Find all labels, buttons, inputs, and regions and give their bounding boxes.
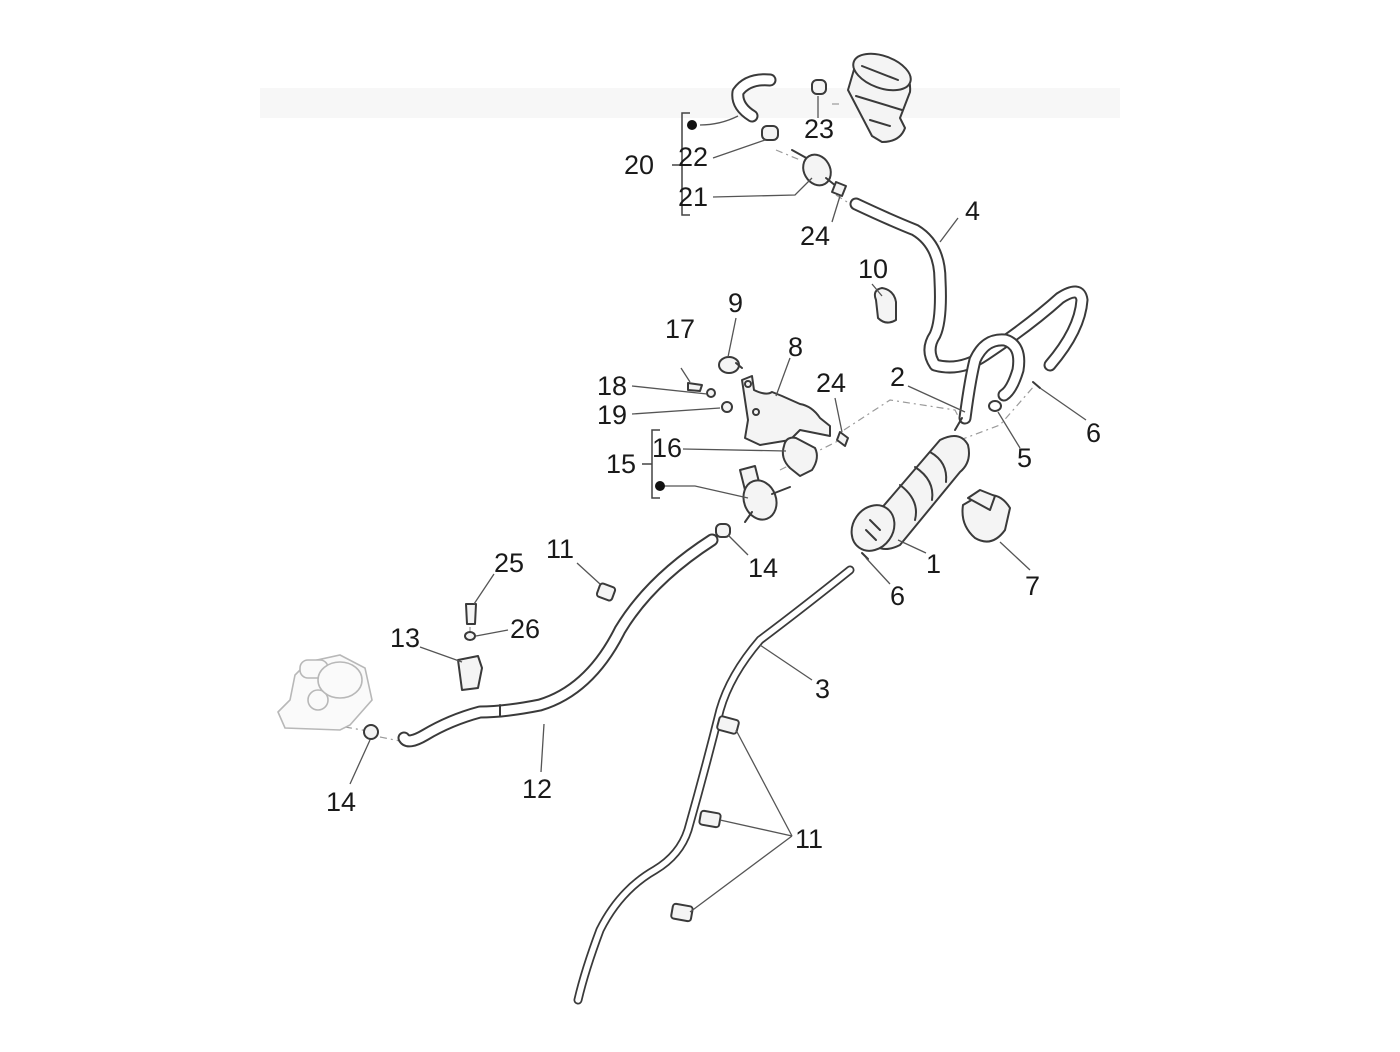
label-part-23: 23 (804, 114, 834, 144)
label-part-13: 13 (390, 623, 420, 653)
clip-22 (761, 125, 779, 141)
label-part-25: 25 (494, 548, 524, 578)
label-part-11-single: 11 (546, 534, 574, 564)
hose-4 (849, 197, 1089, 374)
support-16 (781, 436, 818, 477)
label-part-11-triple: 11 (795, 824, 823, 854)
label-part-22: 22 (678, 142, 708, 172)
label-part-6-upper: 6 (1086, 418, 1101, 448)
throttle-body (277, 654, 373, 731)
clip-5 (988, 400, 1002, 412)
group-dot-20 (687, 120, 697, 130)
label-part-2: 2 (890, 362, 905, 392)
clip-11-single (595, 582, 617, 602)
hose-3 (573, 565, 855, 1005)
fitting-24-top (831, 181, 847, 197)
group-bracket-20 (672, 112, 697, 216)
part-labels: 20 22 21 23 24 4 10 9 17 8 18 24 2 19 6 … (326, 114, 1101, 854)
label-part-14-mid: 14 (748, 553, 778, 583)
hose-2 (958, 333, 1026, 425)
label-part-26: 26 (510, 614, 540, 644)
label-part-24-top: 24 (800, 221, 830, 251)
washer-19 (721, 401, 733, 413)
label-part-18: 18 (597, 371, 627, 401)
group-dot-15 (655, 481, 665, 491)
clamp-9 (718, 356, 743, 374)
screw-17 (687, 382, 703, 392)
hose-clamp-10 (873, 287, 897, 324)
clip-23 (811, 79, 827, 95)
label-part-19: 19 (597, 400, 627, 430)
label-part-12: 12 (522, 774, 552, 804)
leader-lines (349, 96, 1087, 913)
holder-13 (457, 655, 483, 691)
clip-11-c (670, 902, 694, 923)
washer-18 (706, 388, 716, 398)
washer-26 (464, 631, 476, 641)
hose-12 (397, 533, 719, 748)
label-part-14-low: 14 (326, 787, 356, 817)
label-part-20: 20 (624, 150, 654, 180)
label-part-3: 3 (815, 674, 830, 704)
valve-21 (791, 149, 837, 187)
label-part-24-mid: 24 (816, 368, 846, 398)
label-part-15: 15 (606, 449, 636, 479)
clip-6-lower (861, 552, 869, 560)
filler-neck (847, 52, 912, 143)
label-part-6-lower: 6 (890, 581, 905, 611)
clip-14-mid (715, 523, 731, 538)
label-part-21: 21 (678, 182, 708, 212)
label-part-1: 1 (926, 549, 941, 579)
label-part-16: 16 (652, 433, 682, 463)
clip-6-upper (1032, 381, 1041, 389)
label-part-7: 7 (1025, 571, 1040, 601)
canister-1 (850, 417, 970, 552)
label-part-10: 10 (858, 254, 888, 284)
clip-11-a (716, 715, 740, 735)
group-bracket-15 (642, 429, 665, 499)
purge-valve-15 (739, 465, 791, 523)
label-part-5: 5 (1017, 443, 1032, 473)
label-part-9: 9 (728, 288, 743, 318)
label-part-8: 8 (788, 332, 803, 362)
fitting-24-mid (836, 431, 849, 447)
hose-20 (731, 73, 777, 123)
bracket-8 (741, 375, 831, 446)
label-part-17: 17 (665, 314, 695, 344)
screw-25 (465, 603, 477, 625)
clip-11-b (698, 809, 722, 829)
clip-14-low (363, 724, 379, 740)
strap-7 (961, 489, 1011, 543)
label-part-4: 4 (965, 196, 980, 226)
